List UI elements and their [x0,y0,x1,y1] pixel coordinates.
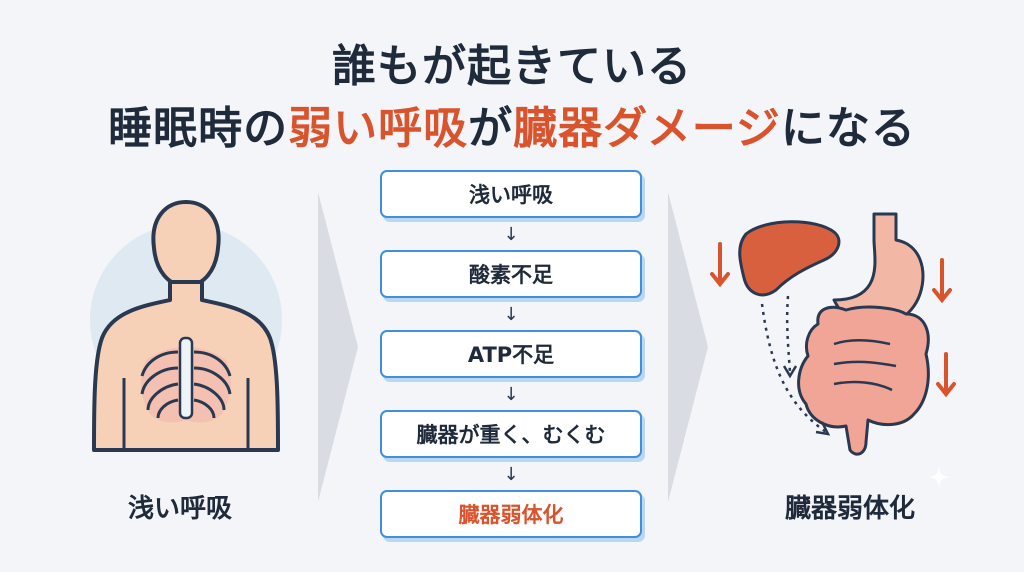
organs-illustration [710,212,956,456]
sparkle-icon [928,466,950,488]
left-caption: 浅い呼吸 [127,494,232,524]
flow-step-atp-deficiency: ATP不足 [380,330,642,378]
down-arrow-icon [710,242,956,398]
flow-diagram: 浅い呼吸 ↓ 酸素不足 ↓ ATP不足 ↓ 臓器が重く、むくむ ↓ 臓器弱体化 [380,170,642,538]
down-arrow-icon: ↓ [503,383,519,405]
down-arrow-icon: ↓ [503,303,519,325]
chevron-right-icon [668,192,708,502]
title-line-2: 睡眠時の弱い呼吸が臓器ダメージになる [0,92,1024,156]
flow-step-organ-heavy-swollen: 臓器が重く、むくむ [380,410,642,458]
title-line-1: 誰もが起きている [332,41,692,92]
down-arrow-icon: ↓ [503,223,519,245]
chevron-left-icon [318,192,358,502]
title-highlight-organ-damage: 臓器ダメージ [513,103,781,154]
flow-step-shallow-breathing: 浅い呼吸 [380,170,642,218]
title-pre: 睡眠時の [108,103,289,154]
right-caption: 臓器弱体化 [784,494,915,524]
intestine-icon [797,305,930,456]
flow-step-organ-weakening: 臓器弱体化 [380,490,642,538]
flow-step-oxygen-deficiency: 酸素不足 [380,250,642,298]
liver-icon [738,220,841,297]
ribcage-icon [140,336,232,423]
down-arrow-icon: ↓ [503,463,519,485]
title-post: になる [780,103,916,154]
title-mid: が [468,103,514,154]
title-highlight-weak-breathing: 弱い呼吸 [288,103,469,154]
human-torso-icon [90,199,282,452]
